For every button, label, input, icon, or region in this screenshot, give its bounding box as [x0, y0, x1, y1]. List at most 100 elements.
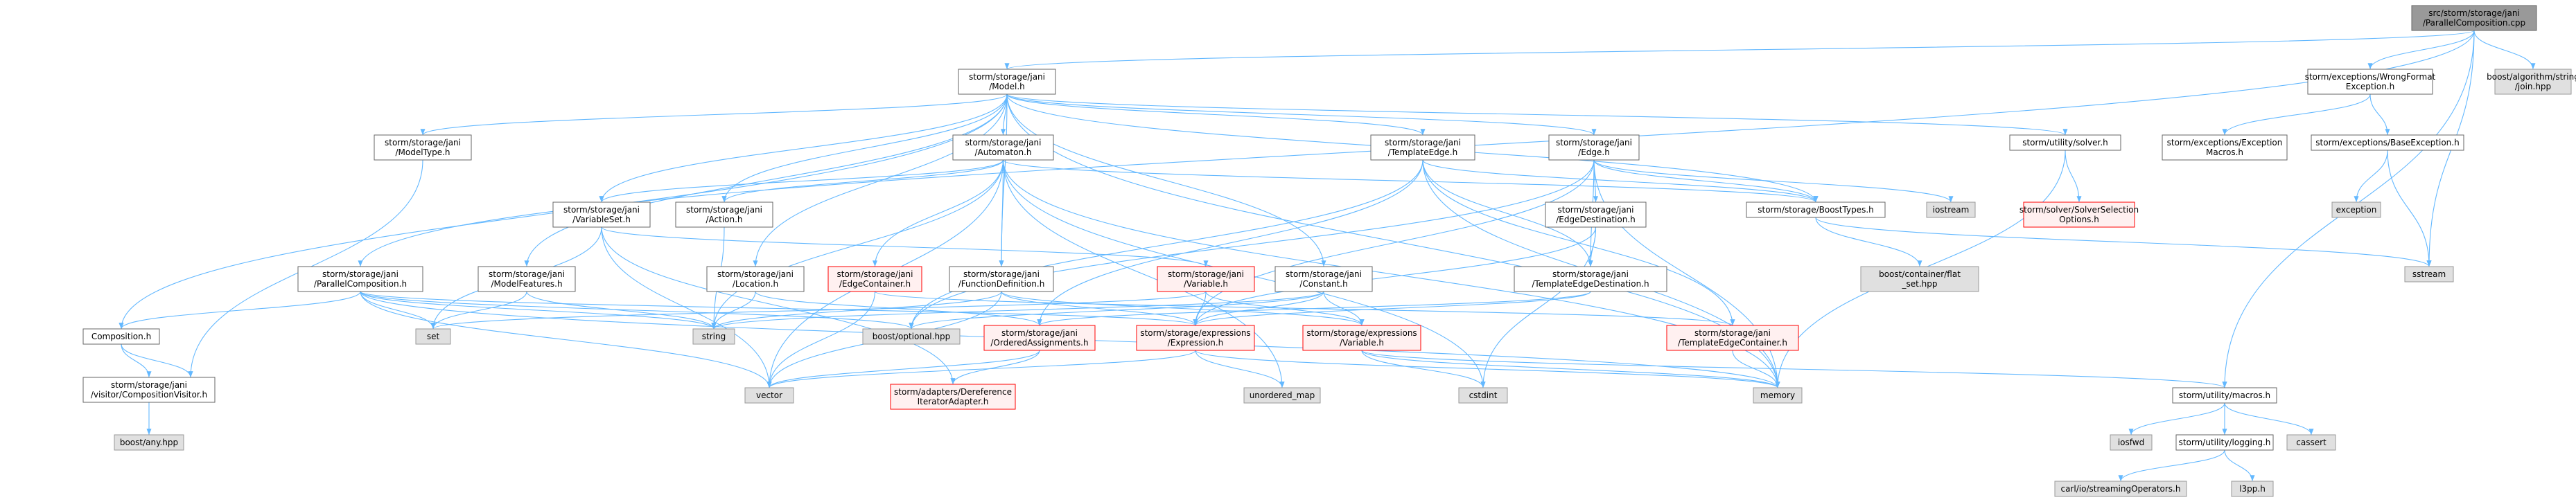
graph-node-macros[interactable]: storm/utility/macros.h — [2172, 387, 2277, 404]
node-box — [1926, 201, 1976, 218]
node-box — [2307, 69, 2433, 95]
graph-node-exprvariable[interactable]: storm/storage/expressions/Variable.h — [1302, 325, 1421, 351]
dependency-edge-path — [766, 350, 1040, 388]
graph-node-modeltype[interactable]: storm/storage/jani/ModelType.h — [374, 134, 472, 161]
node-box — [1545, 201, 1647, 228]
node-box — [1302, 325, 1421, 351]
dependency-edge-path — [2222, 93, 2371, 136]
node-box — [1458, 387, 1508, 404]
node-label: /Variable.h — [1340, 338, 1384, 348]
graph-node-boosttypes[interactable]: storm/storage/BoostTypes.h — [1746, 201, 1886, 218]
dependency-edge-path — [1193, 291, 1591, 326]
graph-node-memory: memory — [1753, 387, 1803, 404]
node-label: storm/storage/jani — [686, 205, 762, 215]
node-box — [1548, 134, 1640, 161]
node-box — [2286, 434, 2336, 451]
node-label: storm/storage/jani — [836, 269, 913, 279]
graph-node-boostoptional: boost/optional.hpp — [862, 328, 961, 345]
graph-node-templateedgecont[interactable]: storm/storage/jani/TemplateEdgeContainer… — [1666, 325, 1799, 351]
graph-node-automaton[interactable]: storm/storage/jani/Automaton.h — [952, 134, 1054, 161]
node-label: Macros.h — [2206, 147, 2243, 157]
dependency-edge — [2065, 150, 2082, 203]
node-label: memory — [1760, 391, 1795, 400]
graph-node-logging[interactable]: storm/utility/logging.h — [2175, 434, 2274, 451]
dependency-edge — [601, 226, 956, 385]
dependency-edge-path — [1006, 93, 2068, 136]
dependency-edge — [1193, 226, 1597, 326]
graph-node-derefiter[interactable]: storm/adapters/DereferenceIteratorAdapte… — [890, 384, 1016, 410]
graph-node-baseexc[interactable]: storm/exceptions/BaseException.h — [2311, 134, 2464, 151]
node-box — [477, 266, 576, 292]
node-box — [2494, 69, 2572, 95]
dependency-edge — [2224, 449, 2255, 482]
node-label: storm/storage/jani — [489, 269, 565, 279]
node-label: storm/utility/macros.h — [2179, 391, 2270, 400]
node-label: /FunctionDefinition.h — [958, 279, 1045, 289]
graph-node-action[interactable]: storm/storage/jani/Action.h — [675, 201, 773, 228]
node-label: cassert — [2296, 438, 2327, 447]
node-box — [1753, 387, 1803, 404]
graph-node-location[interactable]: storm/storage/jani/Location.h — [706, 266, 805, 292]
node-box — [949, 266, 1054, 292]
graph-node-variableset[interactable]: storm/storage/jani/VariableSet.h — [552, 201, 651, 228]
dependency-edge — [1732, 350, 1780, 388]
graph-node-modelfeat[interactable]: storm/storage/jani/ModelFeatures.h — [477, 266, 576, 292]
dependency-edge — [2369, 93, 2390, 136]
dependency-edge-path — [1593, 159, 1954, 203]
node-label: storm/storage/jani — [385, 138, 461, 147]
dependency-edge — [1422, 159, 1819, 203]
graph-node-funcdef[interactable]: storm/storage/jani/FunctionDefinition.h — [949, 266, 1054, 292]
dependency-edge — [1815, 217, 2432, 267]
node-label: /EdgeDestination.h — [1556, 215, 1636, 224]
node-box — [2162, 134, 2288, 161]
dependency-edge — [119, 291, 361, 330]
dependency-edge-path — [121, 343, 193, 378]
graph-node-templateedgedest[interactable]: storm/storage/jani/TemplateEdgeDestinati… — [1514, 266, 1667, 292]
graph-node-edgedest[interactable]: storm/storage/jani/EdgeDestination.h — [1545, 201, 1647, 228]
graph-node-edge[interactable]: storm/storage/jani/Edge.h — [1548, 134, 1640, 161]
node-box — [983, 325, 1096, 351]
node-label: storm/adapters/Dereference — [894, 387, 1012, 397]
graph-node-constant[interactable]: storm/storage/jani/Constant.h — [1274, 266, 1373, 292]
node-box — [952, 134, 1054, 161]
dependency-edge — [360, 291, 717, 330]
dependency-edge-path — [711, 291, 1324, 330]
dependency-edge-path — [909, 159, 1423, 330]
graph-node-parcomp[interactable]: storm/storage/jani/ParallelComposition.h — [297, 266, 423, 292]
graph-node-composition[interactable]: Composition.h — [82, 328, 160, 345]
dependency-edge — [766, 350, 1196, 388]
graph-node-model[interactable]: storm/storage/jani/Model.h — [958, 69, 1056, 95]
dependency-edge — [1037, 159, 1423, 326]
node-label: /Edge.h — [1578, 147, 1610, 157]
graph-node-solver[interactable]: storm/utility/solver.h — [2009, 134, 2121, 151]
dependency-edge — [360, 291, 772, 388]
graph-node-variable[interactable]: storm/storage/jani/Variable.h — [1157, 266, 1255, 292]
graph-node-compvisitor[interactable]: storm/storage/jani/visitor/CompositionVi… — [82, 377, 216, 403]
graph-node-templateedge[interactable]: storm/storage/jani/TemplateEdge.h — [1370, 134, 1475, 161]
node-box — [2172, 387, 2277, 404]
graph-node-edgecontainer[interactable]: storm/storage/jani/EdgeContainer.h — [827, 266, 922, 292]
dependency-edge — [711, 159, 1004, 330]
dependency-edge-path — [599, 93, 1008, 203]
node-label: storm/storage/jani — [111, 380, 187, 390]
dependency-edge-path — [766, 291, 876, 388]
dependency-edge-path — [599, 159, 1004, 203]
dependency-edge — [1593, 159, 1954, 203]
node-box — [1666, 325, 1799, 351]
dependency-edge — [360, 291, 436, 330]
graph-node-expression[interactable]: storm/storage/expressions/Expression.h — [1136, 325, 1255, 351]
dependency-edge — [121, 343, 193, 378]
dependency-edge-path — [601, 226, 956, 385]
dependency-edge-path — [360, 291, 772, 388]
dependency-edge-path — [1205, 291, 1365, 326]
dependency-edge — [601, 226, 1209, 267]
dependency-edge-path — [1037, 291, 1591, 326]
graph-node-orderedassign[interactable]: storm/storage/jani/OrderedAssignments.h — [983, 325, 1096, 351]
node-box — [2009, 134, 2121, 151]
dependency-edge-path — [121, 343, 152, 378]
dependency-edge — [360, 291, 1198, 326]
